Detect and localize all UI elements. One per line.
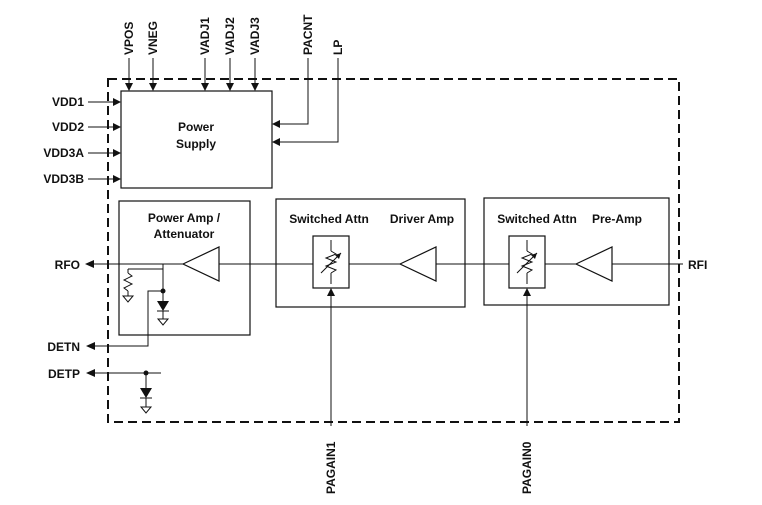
detp-circuit xyxy=(86,369,161,414)
preamp-stage-block xyxy=(483,197,670,306)
pin-vpos: VPOS xyxy=(122,22,136,55)
pre-amp-label: Pre-Amp xyxy=(592,212,642,226)
driver-stage-block xyxy=(275,198,466,308)
pin-pacnt: PACNT xyxy=(301,14,315,55)
pin-vadj1: VADJ1 xyxy=(198,17,212,55)
detector-circuit xyxy=(86,264,170,350)
switched-attn-2-label: Switched Attn xyxy=(497,212,577,226)
top-pins: VPOS VNEG VADJ1 VADJ2 VADJ3 PACNT LP xyxy=(122,14,345,146)
driver-amp-label: Driver Amp xyxy=(390,212,454,226)
pin-vdd3a: VDD3A xyxy=(43,146,84,160)
pin-rfi: RFI xyxy=(688,258,707,272)
power-amp-label-1: Power Amp / xyxy=(148,211,221,225)
power-amp-triangle xyxy=(181,246,220,282)
pin-detp: DETP xyxy=(48,367,80,381)
chip-boundary xyxy=(107,78,680,423)
pin-vadj3: VADJ3 xyxy=(248,17,262,55)
pin-lp: LP xyxy=(331,40,345,55)
power-amp-label-2: Attenuator xyxy=(154,227,215,241)
bottom-pins: PAGAIN1 PAGAIN0 xyxy=(324,288,534,494)
pin-detn: DETN xyxy=(47,340,80,354)
pin-vdd1: VDD1 xyxy=(52,95,84,109)
switched-attn-1-label: Switched Attn xyxy=(289,212,369,226)
pin-vdd2: VDD2 xyxy=(52,120,84,134)
pin-pagain1: PAGAIN1 xyxy=(324,441,338,494)
left-supply-pins: VDD1 VDD2 VDD3A VDD3B xyxy=(43,95,121,186)
power-supply-label-2: Supply xyxy=(176,137,216,151)
pin-pagain0: PAGAIN0 xyxy=(520,441,534,494)
rf-signal-path xyxy=(85,260,683,268)
switched-attn-1-symbol xyxy=(312,235,350,289)
driver-amp-triangle xyxy=(398,246,437,282)
switched-attn-2-symbol xyxy=(508,235,546,289)
power-supply-label-1: Power xyxy=(178,120,214,134)
pin-vadj2: VADJ2 xyxy=(223,17,237,55)
power-amp-block xyxy=(118,200,251,336)
pin-rfo: RFO xyxy=(55,258,80,272)
pin-vneg: VNEG xyxy=(146,21,160,55)
pre-amp-triangle xyxy=(574,246,613,282)
pin-vdd3b: VDD3B xyxy=(43,172,84,186)
